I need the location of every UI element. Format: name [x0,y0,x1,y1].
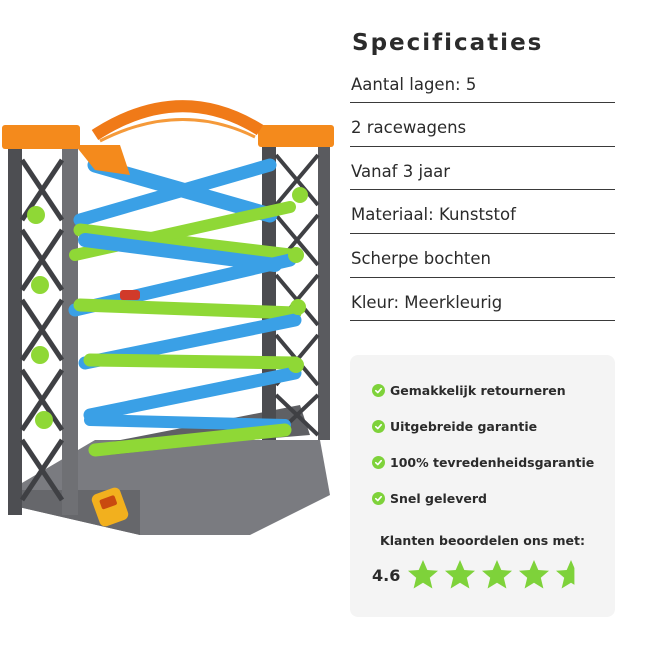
star-icon [408,560,439,589]
spec-item: Kleur: Meerkleurig [350,278,615,322]
specifications-title: Specificaties [352,30,544,56]
check-circle-icon [372,492,385,505]
usp-item: 100% tevredenheidsgarantie [372,455,594,470]
rating-score: 4.6 [372,565,401,585]
rating-label: Klanten beoordelen ons met: [380,533,585,548]
star-icon [445,560,476,589]
usp-item: Uitgebreide garantie [372,419,537,434]
rating-stars [406,558,591,592]
star-icon [519,560,550,589]
usp-item: Snel geleverd [372,491,487,506]
race-track-tower-illustration [2,100,334,535]
spec-item: Scherpe bochten [350,234,615,278]
check-circle-icon [372,420,385,433]
star-icon [556,560,575,589]
rating-row: 4.6 [372,558,591,592]
usp-label: Uitgebreide garantie [390,419,538,434]
check-circle-icon [372,384,385,397]
product-image [0,95,340,540]
spec-item: Vanaf 3 jaar [350,147,615,191]
usp-item: Gemakkelijk retourneren [372,383,566,398]
spec-item: 2 racewagens [350,103,615,147]
spec-item: Materiaal: Kunststof [350,190,615,235]
usp-label: Gemakkelijk retourneren [390,383,566,398]
usp-label: 100% tevredenheidsgarantie [390,455,595,470]
spec-item: Aantal lagen: 5 [350,66,615,103]
usp-label: Snel geleverd [390,491,487,506]
star-icon [482,560,513,589]
check-circle-icon [372,456,385,469]
